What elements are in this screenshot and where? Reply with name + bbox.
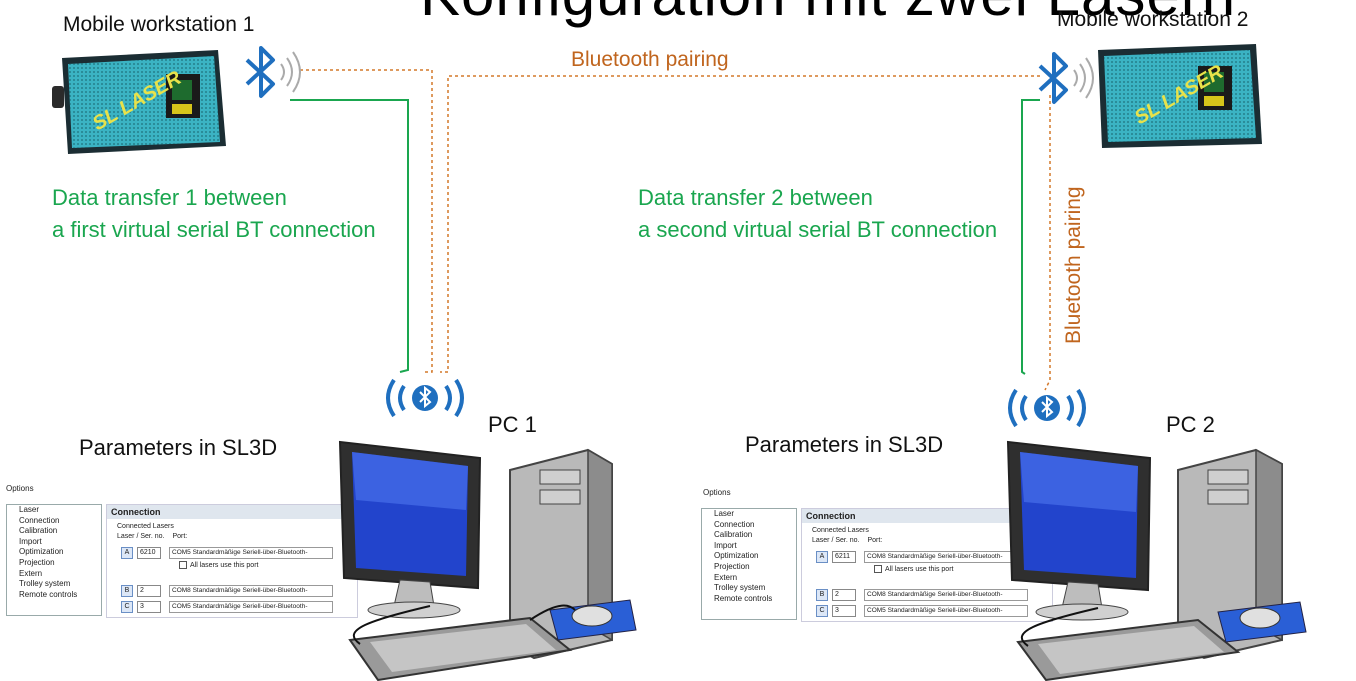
col-port-header: Port: (172, 533, 188, 540)
tree-item-calibration[interactable]: Calibration (19, 526, 58, 536)
tree-item-remote[interactable]: Remote controls (714, 593, 773, 603)
data-transfer-1-line1: Data transfer 1 between (52, 185, 287, 210)
serial-field[interactable]: 6210 (137, 547, 161, 559)
col-laser-header: Laser / Ser. no. (812, 537, 860, 544)
options-dialog-1: Options Laser Connection Calibration Imp… (0, 480, 360, 620)
tree-item-import[interactable]: Import (19, 536, 42, 546)
dialog-title: Options (703, 488, 731, 497)
all-lasers-checkbox[interactable] (179, 561, 187, 569)
tree-item-calibration[interactable]: Calibration (714, 530, 753, 540)
tree-item-remote[interactable]: Remote controls (19, 589, 78, 599)
laser-row-a: A 6210 COM5 Standardmäßige Seriell-über-Bl… (121, 547, 333, 559)
column-headers: Laser / Ser. no. Port: (117, 533, 187, 540)
connection-panel: Connection Connected Lasers Laser / Ser.… (106, 504, 358, 618)
pairing-line-1 (300, 69, 433, 373)
laser-device-2: SL LASER (1090, 40, 1270, 152)
data-transfer-2-line2: a second virtual serial BT connection (638, 217, 998, 242)
pc-2-label: PC 2 (1166, 412, 1215, 437)
parameters-label-1: Parameters in SL3D (79, 435, 278, 460)
group-label: Connected Lasers (812, 527, 869, 534)
serial-field[interactable]: 2 (832, 589, 856, 601)
port-select[interactable]: COM5 Standardmäßige Seriell-über-Bluetoo… (169, 547, 333, 559)
tree-item-optimization[interactable]: Optimization (714, 551, 759, 561)
column-headers: Laser / Ser. no. Port: (812, 537, 882, 544)
options-tree: Laser Connection Calibration Import Opti… (6, 504, 102, 616)
all-lasers-label: All lasers use this port (190, 561, 259, 569)
panel-title: Connection (802, 509, 1052, 523)
options-tree: Laser Connection Calibration Import Opti… (701, 508, 797, 620)
laser-projector-icon (1098, 44, 1262, 148)
laser-device-1: SL LASER (48, 46, 228, 156)
port-select[interactable]: COM5 Standardmäßige Seriell-über-Bluetoo… (169, 601, 333, 613)
data-transfer-1-label: Data transfer 1 between a first virtual … (52, 182, 376, 246)
serial-field[interactable]: 3 (137, 601, 161, 613)
parameters-label-2: Parameters in SL3D (745, 432, 944, 457)
laser-letter[interactable]: B (816, 589, 828, 601)
data-line-1 (290, 99, 409, 373)
tree-item-laser[interactable]: Laser (19, 505, 40, 514)
bluetooth-icon (245, 46, 301, 98)
tree-item-extern[interactable]: Extern (19, 568, 43, 578)
tree-item-connection[interactable]: Connection (714, 519, 755, 529)
tree-item-trolley[interactable]: Trolley system (714, 583, 766, 593)
bluetooth-pairing-label-side: Bluetooth pairing (1062, 186, 1085, 344)
panel-title: Connection (107, 505, 357, 519)
serial-field[interactable]: 3 (832, 605, 856, 617)
workstation-1-label: Mobile workstation 1 (63, 13, 255, 36)
pc-2-computer-icon (1006, 440, 1307, 681)
pc-1-label: PC 1 (488, 412, 537, 437)
bluetooth-pairing-label-top: Bluetooth pairing (571, 48, 729, 71)
serial-field[interactable]: 2 (137, 585, 161, 597)
laser-letter[interactable]: C (816, 605, 828, 617)
data-transfer-2-label: Data transfer 2 between a second virtual… (638, 182, 997, 246)
laser-letter[interactable]: A (121, 547, 133, 559)
tree-item-import[interactable]: Import (714, 540, 737, 550)
data-transfer-1-line2: a first virtual serial BT connection (52, 217, 376, 242)
tree-item-optimization[interactable]: Optimization (19, 547, 64, 557)
data-transfer-2-line1: Data transfer 2 between (638, 185, 873, 210)
laser-letter[interactable]: B (121, 585, 133, 597)
laser-letter[interactable]: C (121, 601, 133, 613)
dialog-title: Options (6, 484, 34, 493)
port-select[interactable]: COM5 Standardmäßige Seriell-über-Bluetoo… (864, 605, 1028, 617)
all-lasers-row: All lasers use this port (874, 565, 953, 573)
tree-item-connection[interactable]: Connection (19, 515, 60, 525)
tree-item-projection[interactable]: Projection (714, 561, 750, 571)
all-lasers-row: All lasers use this port (179, 561, 258, 569)
group-label: Connected Lasers (117, 523, 174, 530)
serial-field[interactable]: 6211 (832, 551, 856, 563)
all-lasers-checkbox[interactable] (874, 565, 882, 573)
tree-item-extern[interactable]: Extern (714, 572, 738, 582)
diagram-title: Konfiguration mit zwei Lasern (420, 0, 1236, 29)
pc-1-computer-icon (338, 440, 637, 681)
pairing-line-2 (1044, 95, 1051, 391)
port-select[interactable]: COM8 Standardmäßige Seriell-über-Bluetoo… (864, 589, 1028, 601)
bluetooth-dongle-icon (1008, 388, 1086, 428)
port-select[interactable]: COM8 Standardmäßige Seriell-über-Bluetoo… (169, 585, 333, 597)
data-line-2 (1021, 99, 1040, 375)
bluetooth-dongle-icon (386, 378, 464, 418)
col-laser-header: Laser / Ser. no. (117, 533, 165, 540)
all-lasers-label: All lasers use this port (885, 565, 954, 573)
bluetooth-icon (1038, 52, 1094, 104)
tree-item-trolley[interactable]: Trolley system (19, 579, 71, 589)
laser-letter[interactable]: A (816, 551, 828, 563)
workstation-2-label: Mobile workstation 2 (1057, 8, 1249, 31)
pairing-line-1b (440, 75, 1040, 373)
col-port-header: Port: (867, 537, 883, 544)
tree-item-laser[interactable]: Laser (714, 509, 735, 518)
laser-projector-icon (52, 50, 226, 154)
tree-item-projection[interactable]: Projection (19, 557, 55, 567)
